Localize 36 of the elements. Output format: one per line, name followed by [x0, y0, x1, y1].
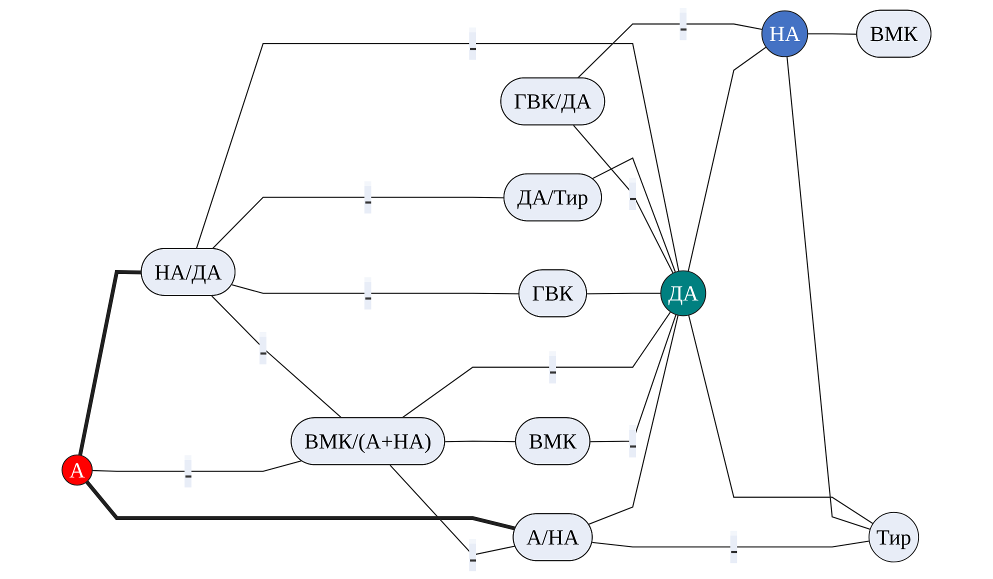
- node-circle: А: [62, 454, 93, 486]
- edge-label: -: [469, 32, 478, 61]
- connector: [212, 196, 504, 250]
- node-circle: ДА: [660, 270, 706, 316]
- connector: [211, 296, 342, 419]
- connector: [78, 270, 142, 456]
- edge-label: -: [629, 182, 638, 212]
- connector: [390, 464, 516, 556]
- edge-label: -: [469, 544, 478, 572]
- connector: [786, 56, 870, 530]
- connector: [92, 460, 302, 472]
- node-circle: НА: [761, 10, 808, 58]
- edge-label: -: [730, 536, 738, 564]
- edge-label: -: [680, 12, 688, 42]
- connector: [587, 292, 661, 294]
- connector: [577, 23, 762, 79]
- connector: [401, 312, 672, 419]
- connector: [688, 314, 874, 524]
- connector: [85, 480, 516, 531]
- edge-label: -: [364, 282, 372, 310]
- connector: [445, 440, 516, 442]
- connector: [808, 33, 858, 35]
- connector: [592, 157, 676, 272]
- connector: [592, 540, 870, 548]
- connector: [588, 315, 679, 525]
- edge-label: -: [184, 460, 193, 488]
- connector: [232, 284, 520, 294]
- connector: [573, 124, 674, 274]
- edge-label: -: [364, 186, 372, 214]
- connector: [196, 43, 680, 272]
- connector: [688, 46, 766, 272]
- node-circle: Тир: [868, 512, 920, 562]
- edge-label: -: [549, 356, 558, 384]
- edge-label: -: [260, 336, 268, 366]
- connector: [590, 314, 677, 442]
- edge-label: -: [629, 430, 638, 458]
